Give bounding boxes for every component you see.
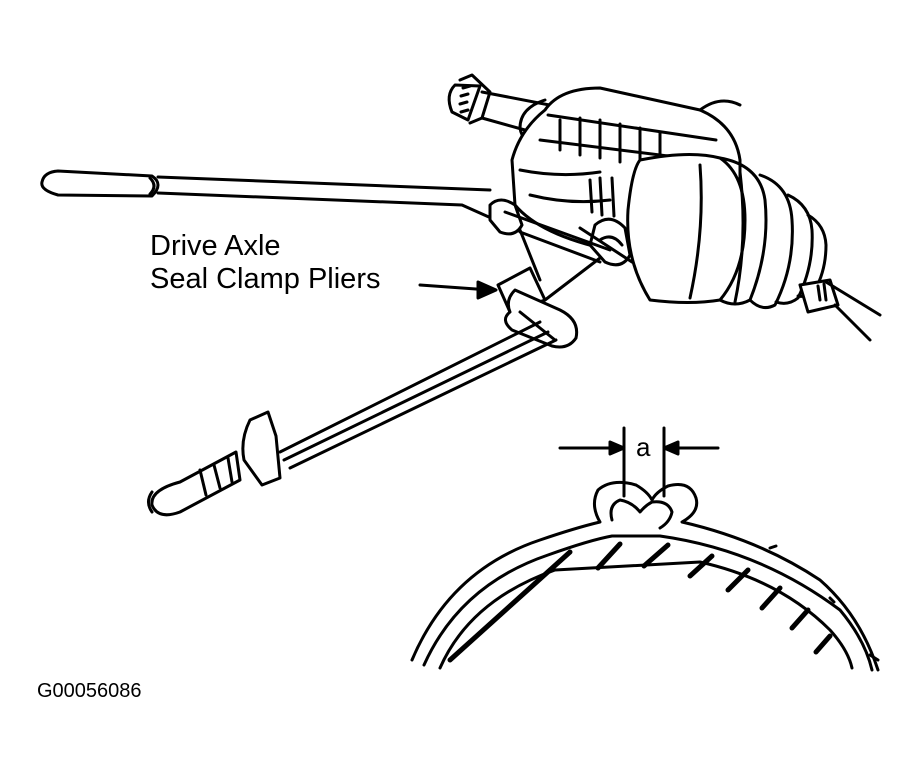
lower-pliers-handle: [147, 228, 602, 517]
callout-label-line2: Seal Clamp Pliers: [150, 263, 381, 295]
figure-code: G00056086: [37, 680, 142, 702]
gap-dimension-markers: [558, 426, 720, 498]
callout-leader-arrow: [418, 280, 498, 300]
callout-label-line1: Drive Axle: [150, 230, 281, 262]
upper-pliers-handle: [40, 169, 502, 224]
gap-dimension-label: a: [636, 432, 651, 462]
cv-boot-bellows: [626, 152, 828, 310]
axle-shaft-right: [798, 278, 882, 342]
clamp-ear-detail: [410, 480, 880, 672]
pliers-jaws: [488, 198, 634, 267]
